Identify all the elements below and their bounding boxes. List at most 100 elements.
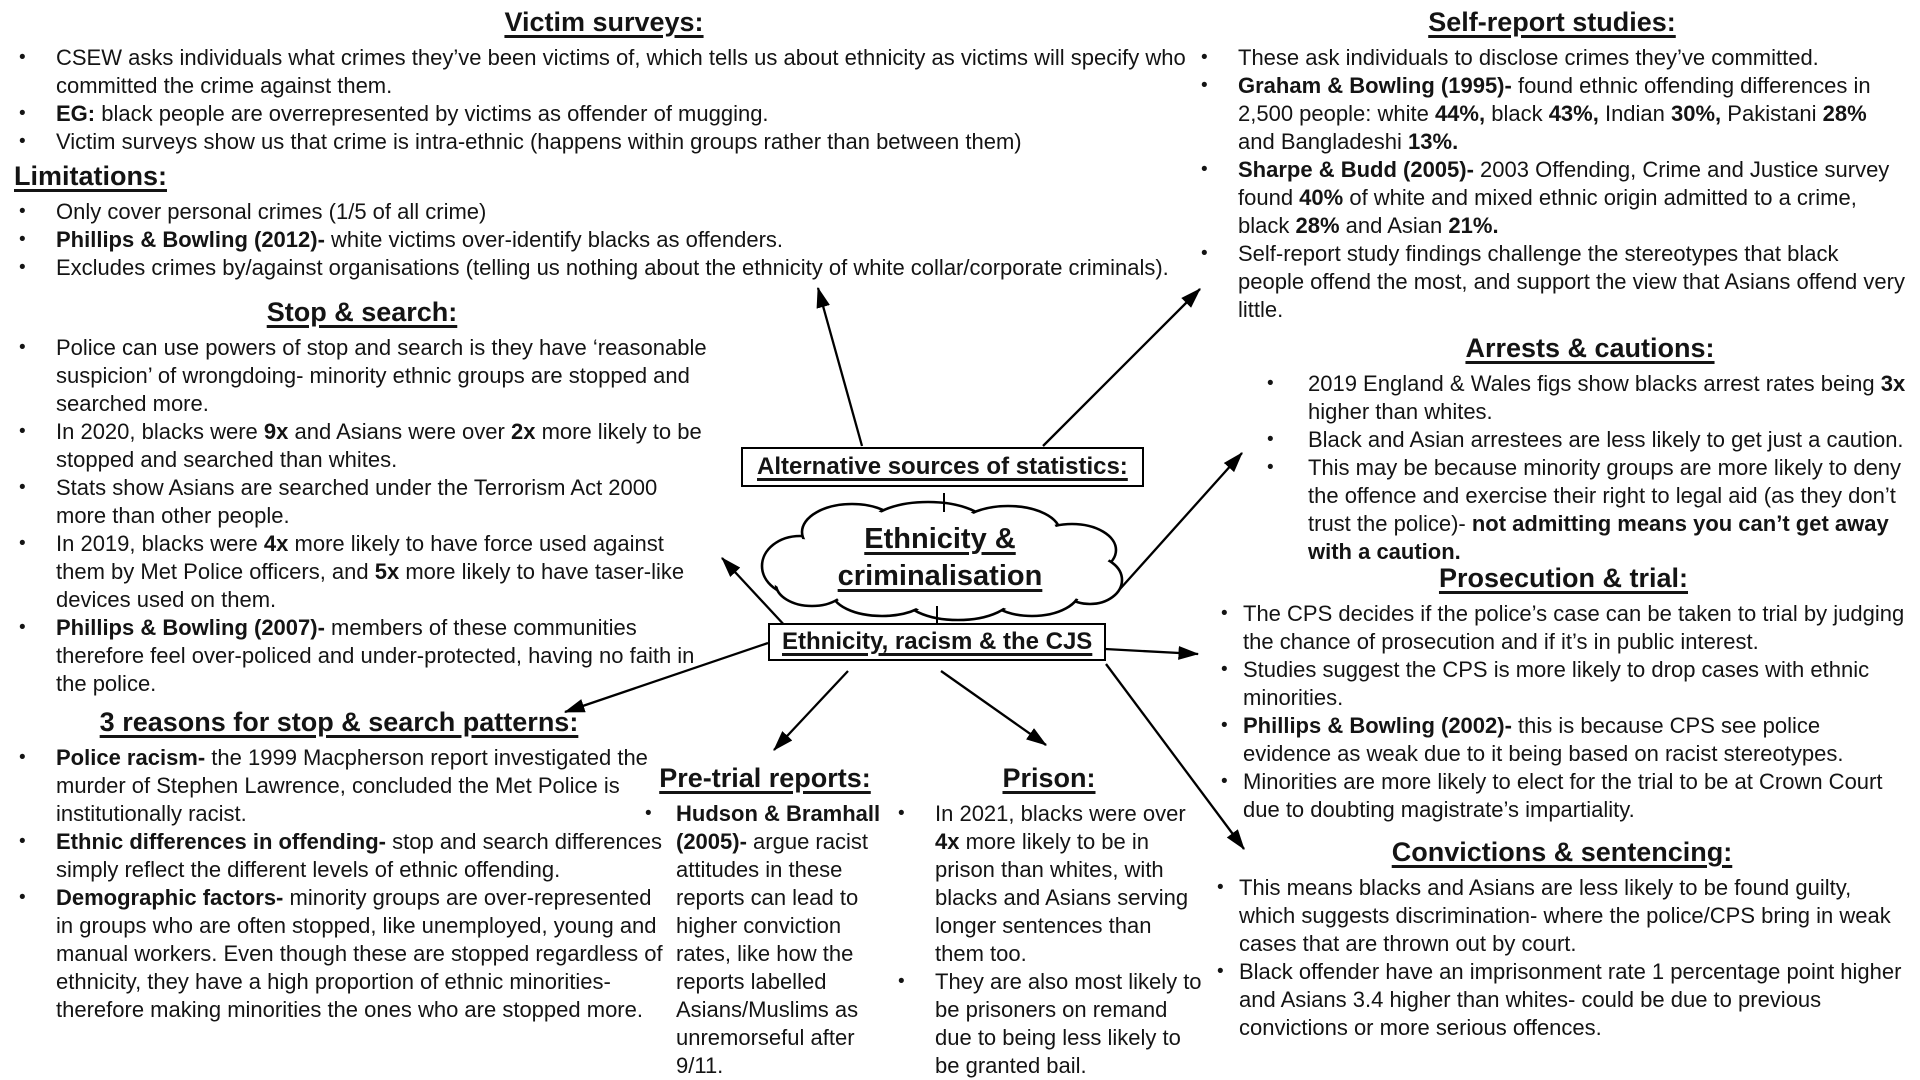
bullet-text: Sharpe & Budd (2005)- 2003 Offending, Cr… [1238,157,1890,238]
bullet-text: In 2021, blacks were over 4x more likely… [935,801,1189,966]
bullet-marker: • [1201,243,1208,264]
bullet-text: Black and Asian arrestees are less likel… [1308,427,1904,452]
bullet-item: • Phillips & Bowling (2012)- white victim… [14,226,1194,254]
prison-heading: Prison: [1002,763,1096,793]
bullet-text: Self-report study findings challenge the… [1238,241,1905,322]
bullet-text: In 2019, blacks were 4x more likely to h… [56,531,685,612]
stop-search-heading: Stop & search: [266,297,458,327]
bullet-marker: • [19,201,26,222]
3-reasons-list: •Police racism- the 1999 Macpherson repo… [14,744,664,1024]
bullet-marker: • [19,477,26,498]
bullet-marker: • [1267,429,1274,450]
bullet-text: The CPS decides if the police’s case can… [1243,601,1905,654]
bullet-item: • Minorities are more likely to elect for… [1216,768,1911,824]
arrow-to-stop-search [721,557,788,629]
bullet-marker: • [19,103,26,124]
arrests-cautions-heading: Arrests & cautions: [1465,333,1715,363]
victim-surveys-heading: Victim surveys: [504,7,704,37]
bullet-item: • Graham & Bowling (1995)- found ethnic o… [1196,72,1908,156]
bullet-marker: • [1201,75,1208,96]
bullet-marker: • [1221,771,1228,792]
bullet-marker: • [19,617,26,638]
bullet-item: •Phillips & Bowling (2002)- this is beca… [1216,712,1911,768]
bullet-text: Demographic factors- minority groups are… [56,885,663,1022]
bullet-item: •CSEW asks individuals what crimes they’… [14,44,1194,100]
bullet-text: Black offender have an imprisonment rate… [1239,959,1902,1040]
bullet-item: • In 2021, blacks were over 4x more likel… [893,800,1205,968]
bullet-marker: • [1201,159,1208,180]
bullet-marker: • [19,229,26,250]
bullet-text: 2019 England & Wales figs show blacks ar… [1308,371,1906,424]
bullet-marker: • [19,747,26,768]
bullet-text: Excludes crimes by/against organisations… [56,255,1169,280]
bullet-item: •This may be because minority groups are… [1262,454,1918,566]
pretrial-reports-heading: Pre-trial reports: [659,763,871,793]
bullet-text: Phillips & Bowling (2012)- white victims… [56,227,784,252]
bullet-marker: • [19,887,26,908]
section-prison: Prison: • In 2021, blacks were over 4x mo… [893,762,1205,1080]
bullet-text: Ethnic differences in offending- stop an… [56,829,663,882]
bullet-marker: • [19,337,26,358]
bullet-marker: • [645,803,652,824]
bullet-item: • Black and Asian arrestees are less like… [1262,426,1918,454]
bullet-marker: • [19,421,26,442]
arrow-to-prosecution-trial [1104,646,1200,660]
section-stop-search: Stop & search: • Police can use powers of… [14,296,710,698]
bullet-text: Graham & Bowling (1995)- found ethnic of… [1238,73,1871,154]
bullet-text: Studies suggest the CPS is more likely t… [1243,657,1870,710]
section-3-reasons: 3 reasons for stop & search patterns: •P… [14,706,664,1024]
bullet-marker: • [1267,457,1274,478]
section-self-report: Self-report studies: • These ask individu… [1196,6,1908,324]
bullet-text: Phillips & Bowling (2007)- members of th… [56,615,695,696]
arrow-to-victim-surveys [816,286,864,447]
bullet-text: They are also most likely to be prisoner… [935,969,1202,1078]
self-report-list: • These ask individuals to disclose crime… [1196,44,1908,324]
bullet-text: These ask individuals to disclose crimes… [1238,45,1819,70]
bullet-marker: • [898,803,905,824]
bullet-marker: • [1217,961,1224,982]
limitations-list: • Only cover personal crimes (1/5 of all … [14,198,1194,282]
bullet-item: • Sharpe & Budd (2005)- 2003 Offending, C… [1196,156,1908,240]
section-victim-surveys: Victim surveys: •CSEW asks individuals w… [14,6,1194,156]
bullet-text: Stats show Asians are searched under the… [56,475,658,528]
arrow-to-pretrial-reports [773,670,849,751]
stop-search-list: • Police can use powers of stop and searc… [14,334,710,698]
bullet-item: •EG: black people are overrepresented by… [14,100,1194,128]
bullet-text: Minorities are more likely to elect for … [1243,769,1883,822]
bullet-item: •Police racism- the 1999 Macpherson repo… [14,744,664,828]
cloud-title-line1: Ethnicity & [864,523,1016,555]
section-limitations: Limitations: •Only cover personal crimes… [14,160,1194,282]
section-arrests-cautions: Arrests & cautions: •2019 England & Wale… [1262,332,1918,566]
bullet-text: Only cover personal crimes (1/5 of all c… [56,199,487,224]
bullet-item: •The CPS decides if the police’s case ca… [1216,600,1911,656]
bullet-marker: • [898,971,905,992]
bullet-item: • Only cover personal crimes (1/5 of all … [14,198,1194,226]
bullet-item: •2019 England & Wales figs show blacks a… [1262,370,1918,426]
prosecution-trial-list: • The CPS decides if the police’s case ca… [1216,600,1911,824]
cloud-title-line2: criminalisation [837,560,1043,592]
bullet-text: Hudson & Bramhall (2005)- argue racist a… [676,801,881,1078]
bullet-item: •Victim surveys show us that crime is in… [14,128,1194,156]
bullet-item: • Stats show Asians are searched under th… [14,474,710,530]
arrow-to-self-report [1042,288,1201,447]
bullet-item: • Black offender have an imprisonment rat… [1212,958,1912,1042]
prison-list: • In 2021, blacks were over 4x more likel… [893,800,1205,1080]
section-prosecution-trial: Prosecution & trial: •The CPS decides if… [1216,562,1911,824]
bullet-item: • Studies suggest the CPS is more likely … [1216,656,1911,712]
bullet-item: •These ask individuals to disclose crime… [1196,44,1908,72]
bullet-text: CSEW asks individuals what crimes they’v… [56,45,1186,98]
convictions-sentencing-heading: Convictions & sentencing: [1391,837,1733,867]
bullet-marker: • [1221,659,1228,680]
bullet-item: • Demographic factors- minority groups ar… [14,884,664,1024]
bullet-item: • They are also most likely to be prisone… [893,968,1205,1080]
self-report-heading: Self-report studies: [1428,7,1676,37]
bullet-text: Police can use powers of stop and search… [56,335,707,416]
bullet-text: Victim surveys show us that crime is int… [56,129,1022,154]
alternative-sources-box: Alternative sources of statistics: [741,447,1144,487]
ethnicity-racism-cjs-box: Ethnicity, racism & the CJS [768,623,1107,661]
bullet-text: This means blacks and Asians are less li… [1239,875,1891,956]
bullet-marker: • [19,831,26,852]
bullet-item: •Excludes crimes by/against organisation… [14,254,1194,282]
bullet-text: Police racism- the 1999 Macpherson repor… [56,745,648,826]
section-pretrial-reports: Pre-trial reports: • Hudson & Bramhall (2… [640,762,890,1080]
